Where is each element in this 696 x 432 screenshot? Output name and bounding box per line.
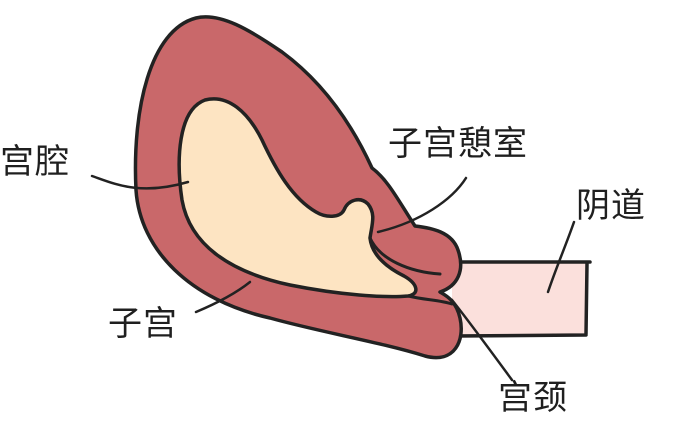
label-uterus: 子宫	[108, 304, 178, 344]
leader-uterus	[194, 280, 252, 314]
cervix-canal	[406, 294, 454, 306]
cervix-fold	[368, 236, 442, 276]
label-uterine-cavity: 宫腔	[0, 142, 70, 182]
leader-polyp	[376, 176, 468, 234]
label-vagina: 阴道	[576, 186, 646, 226]
leader-cavity	[90, 174, 190, 190]
vagina-outline	[450, 260, 592, 338]
label-endometrial-polyp: 子宫憩室	[388, 124, 528, 164]
label-cervix: 宫颈	[498, 378, 568, 418]
leader-cervix	[450, 298, 514, 382]
uterine-cavity	[177, 97, 418, 299]
leader-vagina	[546, 220, 576, 294]
